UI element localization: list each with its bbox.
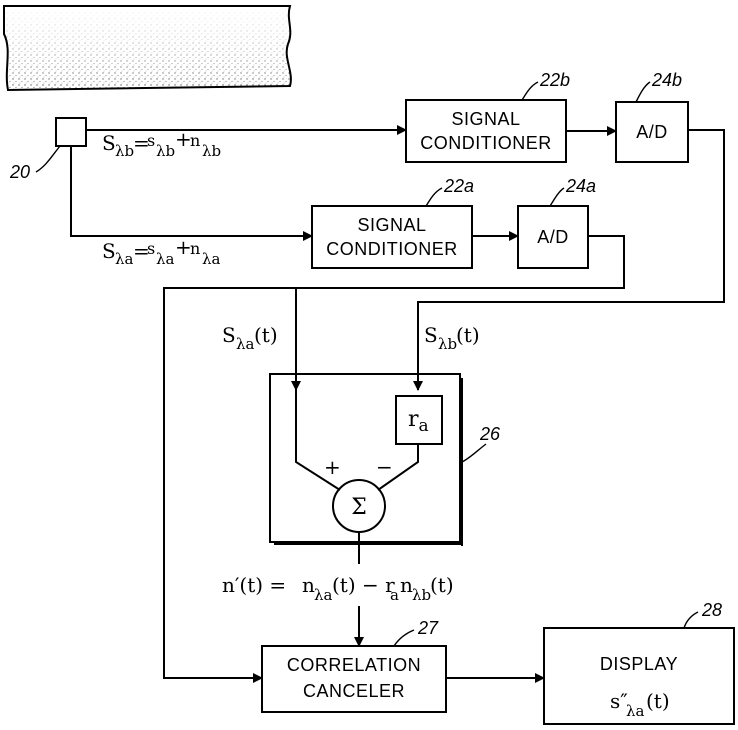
display-label: DISPLAY <box>600 654 678 674</box>
noise-equation: n′(t) = n λa (t) − r a n λb (t) <box>222 573 454 604</box>
canceler-ref-leader <box>394 630 414 646</box>
detector-ref: 20 <box>9 162 30 182</box>
svg-text:λa: λa <box>202 250 221 268</box>
summer-symbol: Σ <box>351 495 367 520</box>
svg-text:λb: λb <box>156 142 175 160</box>
display-ref-leader <box>684 612 698 628</box>
input-b-label: S λb (t) <box>424 323 480 353</box>
tissue-sample-shape <box>4 6 291 90</box>
conditioner-a-line2: CONDITIONER <box>326 239 458 259</box>
svg-text:s: s <box>147 239 155 258</box>
adc-a-ref-leader <box>550 188 564 206</box>
svg-text:λa: λa <box>156 250 175 268</box>
svg-text:(t): (t) <box>430 573 454 597</box>
conditioner-a-ref: 22a <box>443 176 474 196</box>
svg-text:S: S <box>222 323 236 347</box>
conditioner-b-ref: 22b <box>539 70 570 90</box>
svg-text:λa: λa <box>236 335 255 353</box>
adc-b-ref-leader <box>636 82 650 102</box>
signal-b-label: S λb = s λb + n λb <box>102 127 221 160</box>
display-ref: 28 <box>701 600 722 620</box>
svg-text:λb: λb <box>438 335 457 353</box>
conditioner-a-ref-leader <box>426 188 442 206</box>
svg-text:n′(t) =: n′(t) = <box>222 573 286 597</box>
signal-a-label: S λa = s λa + n λa <box>102 235 221 268</box>
canceler-line2: CANCELER <box>303 681 405 701</box>
svg-text:(t): (t) <box>254 323 278 347</box>
svg-text:S: S <box>102 239 116 263</box>
adc-a-label: A/D <box>537 227 569 247</box>
svg-text:λb: λb <box>115 142 134 160</box>
canceler-line1: CORRELATION <box>287 655 421 675</box>
svg-text:λb: λb <box>412 586 431 604</box>
canceler-ref: 27 <box>417 618 439 638</box>
svg-text:(t): (t) <box>646 689 670 713</box>
conditioner-a-line1: SIGNAL <box>357 215 426 235</box>
adc-b-label: A/D <box>636 122 668 142</box>
adc-b-ref: 24b <box>651 70 682 90</box>
path-a-wire <box>71 146 312 236</box>
multiplier-label: ra <box>408 407 429 436</box>
svg-text:(t) − r: (t) − r <box>332 573 395 597</box>
svg-text:λa: λa <box>314 586 333 604</box>
svg-text:n: n <box>190 239 200 258</box>
svg-text:λa: λa <box>115 250 134 268</box>
svg-text:(t): (t) <box>456 323 480 347</box>
svg-text:S: S <box>424 323 438 347</box>
detector-box <box>56 118 86 146</box>
display-output: s″ λa (t) <box>610 689 670 720</box>
conditioner-b-line1: SIGNAL <box>451 109 520 129</box>
conditioner-b-line2: CONDITIONER <box>420 133 552 153</box>
svg-text:n: n <box>190 131 200 150</box>
block-ref-leader <box>462 444 486 462</box>
svg-text:S: S <box>102 131 116 155</box>
detector-ref-leader <box>36 146 60 172</box>
svg-text:λb: λb <box>202 142 221 160</box>
conditioner-b-ref-leader <box>522 82 538 100</box>
svg-text:s: s <box>147 131 155 150</box>
adc-a-ref: 24a <box>565 176 596 196</box>
input-a-label: S λa (t) <box>222 323 278 353</box>
svg-text:λa: λa <box>626 702 645 720</box>
svg-text:a: a <box>390 586 399 604</box>
adc-b-output-wire <box>418 130 724 390</box>
block-ref: 26 <box>479 424 501 444</box>
summer-plus: + <box>324 455 341 479</box>
summer-minus: − <box>376 455 393 479</box>
